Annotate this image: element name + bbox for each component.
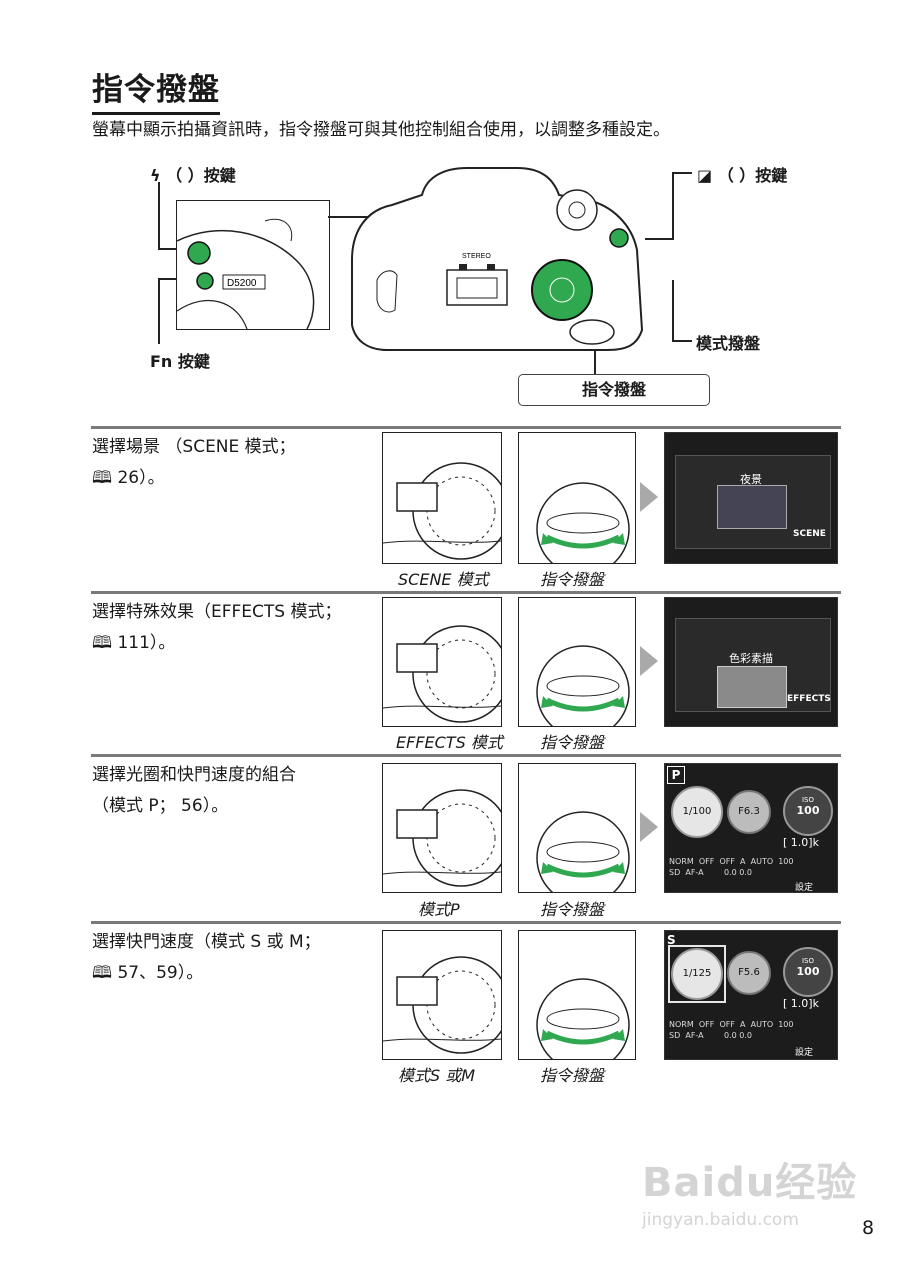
lcd-set: 設定 xyxy=(795,1048,814,1058)
mode-dial-icon xyxy=(531,259,593,321)
row-divider xyxy=(91,591,841,594)
command-caption: 指令撥盤 xyxy=(540,570,605,589)
row-s-m-description: 選擇快門速度（模式 S 或 M； 🕮 57、59）。 xyxy=(92,932,321,983)
lcd-mode-letter: S xyxy=(667,933,676,947)
mode-dial-label: 模式撥盤 xyxy=(696,334,761,353)
lcd-shutter: 1/125 xyxy=(671,948,723,1000)
flash-icon: ϟ xyxy=(150,166,161,185)
row-divider xyxy=(91,754,841,757)
lcd-info-grid: NORM OFF OFF A AUTO 100 SD AF-A 0.0 0.0 xyxy=(669,857,794,877)
lcd-title: 夜景 xyxy=(740,473,762,486)
lcd-effects-screen: 色彩素描 EFFECTS xyxy=(664,597,838,727)
command-dial-callout: 指令撥盤 xyxy=(518,374,710,406)
lcd-info-grid: NORM OFF OFF A AUTO 100 SD AF-A 0.0 0.0 xyxy=(669,1020,794,1040)
lcd-set: 設定 xyxy=(795,883,814,893)
mode-dial-panel xyxy=(382,763,502,893)
dial-caption: 模式P xyxy=(418,900,460,919)
mode-dial-panel xyxy=(382,432,502,564)
arrow-icon xyxy=(640,482,658,512)
row-p-description: 選擇光圈和快門速度的組合 （模式 P； 56）。 xyxy=(92,765,296,816)
row-divider xyxy=(91,921,841,924)
camera-body-illustration: STEREO xyxy=(351,167,644,351)
watermark-url: jingyan.baidu.com xyxy=(642,1210,799,1230)
page-number: 8 xyxy=(862,1217,875,1239)
exposure-comp-button-label: ◪ （ ）按鍵 xyxy=(697,166,788,185)
lcd-iso-dial: ISO 100 xyxy=(783,786,833,836)
lcd-scene-screen: 夜景 SCENE xyxy=(664,432,838,564)
book-icon: 🕮 xyxy=(92,468,113,488)
page-title: 指令撥盤 xyxy=(92,64,220,115)
row-effects-description: 選擇特殊效果（EFFECTS 模式； 🕮 111）。 xyxy=(92,602,342,653)
flash-button-label: ϟ （ ）按鍵 xyxy=(150,166,236,185)
lcd-aperture: F5.6 xyxy=(727,951,771,995)
exposure-comp-button-icon xyxy=(609,228,629,248)
command-dial-panel xyxy=(518,930,636,1060)
lcd-mode: EFFECTS xyxy=(787,694,831,704)
command-caption: 指令撥盤 xyxy=(540,733,605,752)
row-divider xyxy=(91,426,841,429)
book-icon: 🕮 xyxy=(92,633,113,653)
lcd-shutter: 1/100 xyxy=(671,786,723,838)
lcd-mode-letter: P xyxy=(667,766,685,784)
watermark: Baidu经验 jingyan.baidu.com xyxy=(642,1150,857,1230)
lcd-comp: [ 1.0]k xyxy=(783,997,819,1010)
lcd-title: 色彩素描 xyxy=(729,652,773,665)
intro-text: 螢幕中顯示拍攝資訊時，指令撥盤可與其他控制組合使用，以調整多種設定。 xyxy=(92,120,670,140)
command-caption: 指令撥盤 xyxy=(540,1066,605,1085)
camera-diagram: ϟ （ ）按鍵 ◪ （ ）按鍵 Fn 按鍵 模式撥盤 D5200 STE xyxy=(92,150,822,410)
lcd-aperture: F6.3 xyxy=(727,790,771,834)
lcd-comp: [ 1.0]k xyxy=(783,836,819,849)
mode-dial-panel xyxy=(382,930,502,1060)
arrow-icon xyxy=(640,812,658,842)
dial-caption: SCENE 模式 xyxy=(398,570,489,589)
lcd-iso-dial: ISO 100 xyxy=(783,947,833,997)
lcd-s-screen: S 1/125 F5.6 ISO 100 [ 1.0]k NORM OFF OF… xyxy=(664,930,838,1060)
stereo-text: STEREO xyxy=(462,253,491,260)
command-dial-panel xyxy=(518,432,636,564)
row-scene-description: 選擇場景 （SCENE 模式； 🕮 26）。 xyxy=(92,437,296,488)
command-dial-icon xyxy=(569,319,615,345)
dial-caption: EFFECTS 模式 xyxy=(396,733,503,752)
command-caption: 指令撥盤 xyxy=(540,900,605,919)
model-text: D5200 xyxy=(227,278,257,289)
button-inset: D5200 xyxy=(176,200,330,330)
watermark-brand: Baidu经验 xyxy=(642,1160,858,1206)
lcd-mode: SCENE xyxy=(793,529,826,539)
command-dial-panel xyxy=(518,597,636,727)
fn-button-label: Fn 按鍵 xyxy=(150,352,210,371)
lcd-p-screen: P 1/100 F6.3 ISO 100 [ 1.0]k NORM OFF OF… xyxy=(664,763,838,893)
mode-dial-panel xyxy=(382,597,502,727)
arrow-icon xyxy=(640,646,658,676)
command-dial-panel xyxy=(518,763,636,893)
exposure-comp-icon: ◪ xyxy=(697,166,713,185)
dial-caption: 模式S 或M xyxy=(398,1066,476,1085)
book-icon: 🕮 xyxy=(92,963,113,983)
